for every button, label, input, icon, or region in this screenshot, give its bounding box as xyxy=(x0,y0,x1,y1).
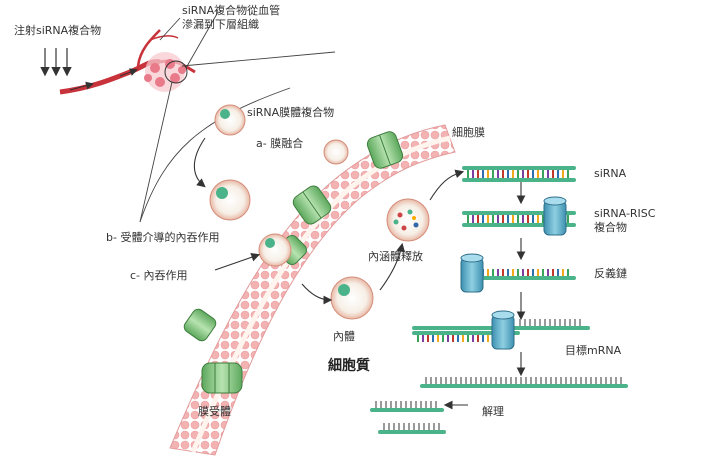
label-lipo-complex: siRNA膜體複合物 xyxy=(247,106,335,119)
label-leak-line1: siRNA複合物從血管 xyxy=(182,4,281,17)
label-antisense: 反義鏈 xyxy=(594,267,627,280)
label-leak-line2: 滲漏到下層組織 xyxy=(182,18,259,31)
label-injection: 注射siRNA複合物 xyxy=(14,24,102,37)
label-receptor: 膜受體 xyxy=(198,405,231,418)
label-endosome-release: 內涵體釋放 xyxy=(368,250,423,263)
label-target-mrna: 目標mRNA xyxy=(565,344,622,357)
receptor-protein xyxy=(183,308,217,342)
lipoplex xyxy=(214,104,246,136)
lipoplex xyxy=(209,179,251,221)
endosome-release-vesicle xyxy=(386,198,430,242)
risc-complex xyxy=(460,253,484,293)
label-endosome: 內體 xyxy=(333,330,355,343)
callout-lines xyxy=(139,11,336,223)
sirna-strand xyxy=(462,171,576,182)
endosome-vesicle xyxy=(330,276,374,320)
receptor-protein xyxy=(366,131,404,169)
risc-complexes xyxy=(460,196,567,350)
label-cleavage: 解理 xyxy=(482,405,504,418)
cleaved-mrna xyxy=(420,377,628,388)
lipoplex xyxy=(258,233,292,267)
rna-strands xyxy=(370,166,628,434)
risc-complex xyxy=(491,310,515,350)
label-fusion: a- 膜融合 xyxy=(256,137,304,150)
label-sirna: siRNA xyxy=(594,167,627,180)
cleavage-fragment xyxy=(378,423,446,434)
risc-complex xyxy=(543,196,567,236)
label-endocytosis: c- 內吞作用 xyxy=(130,269,188,282)
label-cell-membrane: 細胞膜 xyxy=(452,126,485,139)
process-arrows xyxy=(193,137,526,410)
lipoplex-vesicles xyxy=(209,104,430,320)
cleavage-fragment xyxy=(370,401,444,412)
blood-vessel xyxy=(59,29,196,95)
label-risc-line1: siRNA-RISC xyxy=(594,207,656,220)
label-risc-line2: 複合物 xyxy=(594,221,627,234)
lipoplex xyxy=(323,139,349,165)
receptor-protein xyxy=(201,362,243,394)
label-cytoplasm: 細胞質 xyxy=(328,358,370,374)
label-receptor-endocytosis: b- 受體介導的內吞作用 xyxy=(106,231,220,244)
receptor-protein xyxy=(292,185,332,225)
injection-arrows xyxy=(40,48,138,91)
